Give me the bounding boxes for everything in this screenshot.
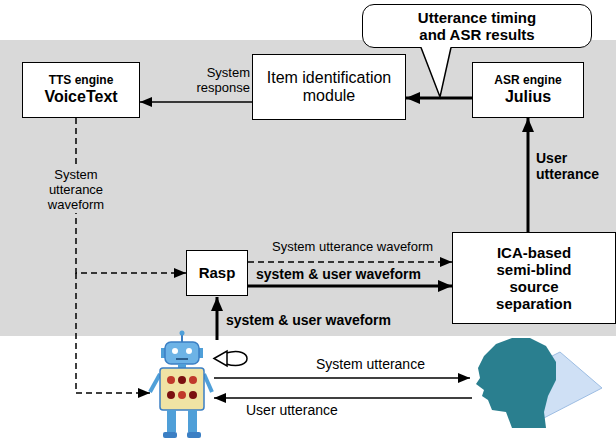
dashed-connector [248,261,452,263]
robot-eye [186,348,192,354]
node-text: VoiceText [44,88,117,106]
connector-arrow [248,285,452,288]
edge-label: System utterance waveform [36,168,116,213]
callout-tail [421,47,451,98]
edge-label: system & user waveform [256,266,450,282]
waveform-arrow [216,297,219,340]
user-head [476,338,556,428]
edge-label: System utterance waveform [272,240,450,255]
node-text: ICA-based semi-blind source separation [477,244,591,313]
robot-light [167,376,175,384]
robot-foot [163,432,177,438]
robot-body [160,368,204,410]
speech-label: System utterance [316,356,466,372]
robot-foot [187,432,201,438]
robot-mouth [176,358,188,360]
connector-arrow [527,118,530,232]
callout-tail [421,48,451,98]
node-text: Item identification module [259,69,399,106]
robot-light [189,376,197,384]
robot-leg [188,410,197,432]
robot-eye [172,348,178,354]
robot-light [189,391,197,399]
node-text: Rasp [199,264,236,281]
node-text: Julius [505,88,551,106]
process-box: TTS engineVoiceText [22,62,140,118]
node-text: TTS engine [49,74,114,88]
rotation-arrow [226,352,247,366]
connector-arrow [406,97,472,100]
process-box: Rasp [186,250,248,296]
signal-label: system & user waveform [226,312,416,328]
dashed-waveform-line [76,273,150,393]
system-panel [0,40,616,336]
process-box: Item identification module [252,54,406,120]
robot-figure [150,331,212,439]
speech-label: User utterance [246,402,396,418]
robot-light [178,376,186,384]
callout-bubble: Utterance timing and ASR results [362,4,592,48]
robot-antenna [180,331,185,336]
edge-label: User utterance [536,150,610,182]
process-box: ICA-based semi-blind source separation [452,232,616,324]
connector-arrow [140,101,252,103]
speech-arrow [214,377,470,379]
node-text: Utterance timing and ASR results [403,9,551,44]
process-box: ASR engineJulius [472,62,584,118]
speech-arrow [214,397,472,399]
edge-label: System response [188,66,250,96]
robot-light [178,391,186,399]
node-text: ASR engine [494,74,561,88]
rotation-arrow [214,351,227,366]
robot-arm [204,374,212,392]
robot-arm [150,374,160,392]
robot-light [167,391,175,399]
robot-leg [167,410,176,432]
robot-head [165,342,199,364]
